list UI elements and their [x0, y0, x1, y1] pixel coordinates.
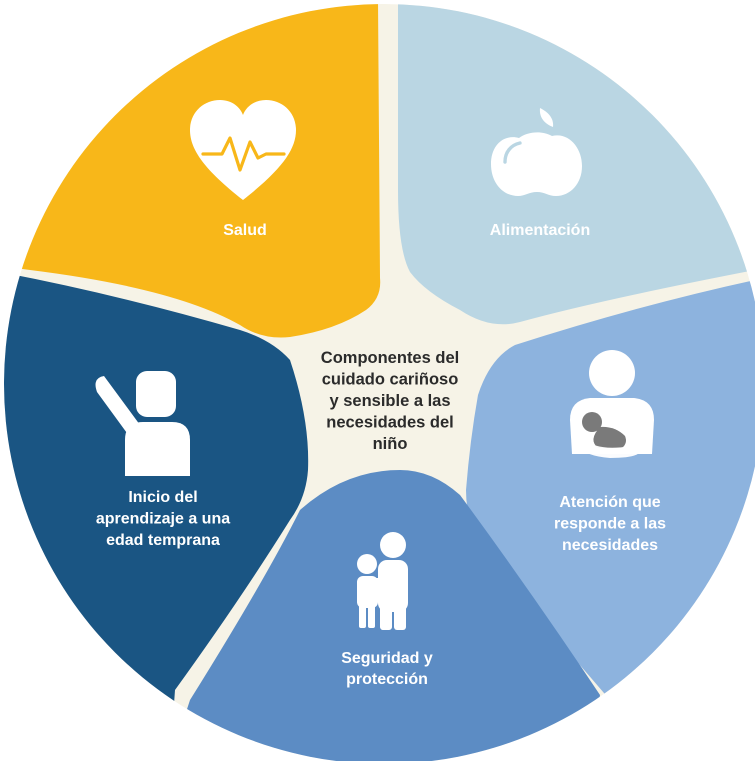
label-line: responde a las [554, 516, 666, 533]
center-title-line: Componentes del [321, 349, 459, 367]
label-salud: Salud [223, 222, 267, 239]
center-title-line: niño [373, 435, 408, 453]
heart-pulse-icon [190, 100, 296, 200]
caregiver-holding-baby-icon [570, 350, 654, 458]
label-alimentacion: Alimentación [490, 222, 590, 239]
center-title-line: cuidado cariñoso [322, 371, 459, 389]
child-raising-hand-icon [95, 371, 190, 476]
label-line: aprendizaje a una [96, 511, 230, 528]
label-aprendizaje: Inicio del aprendizaje a una edad temprana [96, 489, 230, 549]
label-line: Inicio del [128, 489, 197, 506]
adult-and-child-icon [357, 532, 408, 630]
center-title-line: necesidades del [326, 414, 453, 432]
label-line: Alimentación [490, 222, 590, 239]
center-title-line: y sensible a las [329, 392, 450, 410]
label-atencion: Atención que responde a las necesidades [554, 494, 666, 554]
label-line: Atención que [559, 494, 660, 511]
apple-icon [491, 108, 582, 196]
label-line: Seguridad y [341, 650, 433, 667]
label-line: necesidades [562, 537, 658, 554]
label-line: Salud [223, 222, 267, 239]
label-line: edad temprana [106, 532, 220, 549]
label-line: protección [346, 671, 428, 688]
center-title: Componentes del cuidado cariñoso y sensibl… [321, 349, 459, 453]
label-seguridad: Seguridad y protección [341, 650, 433, 688]
